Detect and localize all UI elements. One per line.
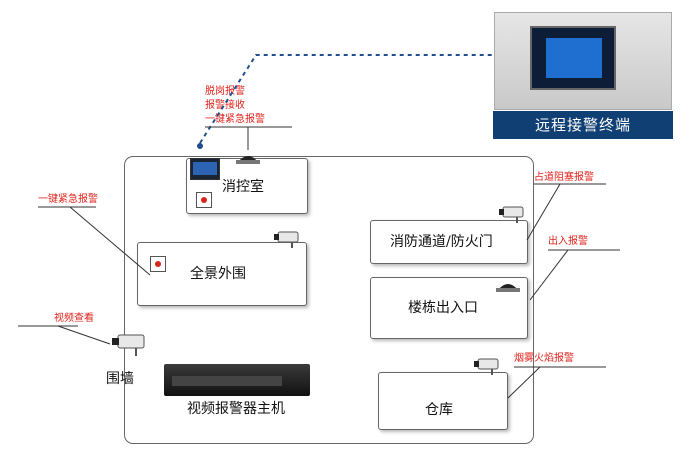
annotation-fire-passage: 占道阻塞报警 <box>534 172 594 183</box>
annotation-building-entrance: 出入报警 <box>548 236 588 247</box>
bullet-camera-icon <box>474 358 499 375</box>
annotation-warehouse: 烟雾火焰报警 <box>514 353 574 364</box>
room-label-control-room: 消控室 <box>222 179 264 195</box>
terminal-title: 远程接警终端 <box>534 116 631 134</box>
room-label-building-entrance: 楼栋出入口 <box>408 300 478 316</box>
leader-perimeter <box>69 206 151 276</box>
annotation-control-room-2: 报警接收 <box>205 100 245 111</box>
room-label-perimeter: 全景外围 <box>190 266 246 282</box>
perimeter-wall-label: 围墙 <box>106 371 134 387</box>
leader-warehouse <box>507 366 541 399</box>
bullet-camera-icon <box>499 206 524 223</box>
host-caption: 视频报警器主机 <box>187 401 285 417</box>
annotation-perimeter: 一键紧急报警 <box>38 194 98 205</box>
dome-camera-icon <box>236 156 260 164</box>
annotation-wall: 视频查看 <box>54 313 94 324</box>
dome-camera-icon <box>496 284 520 292</box>
terminal-banner <box>493 111 673 139</box>
room-label-warehouse: 仓库 <box>425 402 453 418</box>
leader-fire-passage <box>526 183 561 241</box>
alarm-terminal-display-icon <box>546 38 602 78</box>
monitor-screen <box>193 162 217 175</box>
room-label-fire-passage: 消防通道/防火门 <box>390 234 493 250</box>
room-perimeter <box>137 242 307 306</box>
leader-entrance <box>529 249 569 301</box>
link-endpoint-dot <box>197 143 203 149</box>
video-alarm-host-front <box>172 376 282 386</box>
bullet-camera-icon <box>274 231 299 248</box>
leader-wall <box>57 325 111 345</box>
dashed-link-to-terminal <box>199 54 494 144</box>
annotation-control-room-3: 一键紧急报警 <box>205 114 265 125</box>
bullet-camera-icon <box>112 334 145 356</box>
panic-button-icon <box>196 192 212 208</box>
annotation-control-room-1: 脱岗报警 <box>205 86 245 97</box>
room-warehouse <box>378 372 508 430</box>
room-fire-passage <box>370 220 528 264</box>
panic-button-icon <box>150 256 166 272</box>
